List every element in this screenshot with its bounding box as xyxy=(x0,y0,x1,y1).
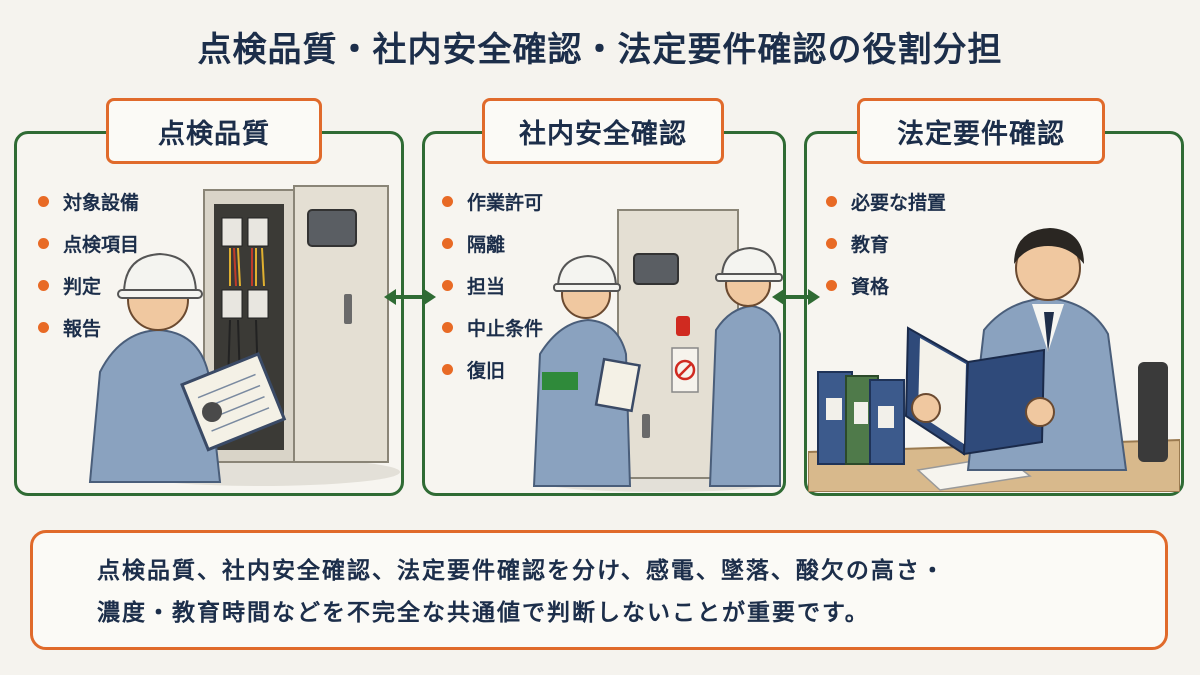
bullet-dot-icon xyxy=(38,195,49,207)
panel-label-inspection-quality: 点検品質 xyxy=(106,98,322,164)
bullet-list-inspection-quality: 対象設備 点検項目 判定 報告 xyxy=(38,180,139,348)
lockout-tagout-workers-illustration xyxy=(532,209,783,492)
list-item: 報告 xyxy=(38,306,139,348)
list-item: 必要な措置 xyxy=(826,180,946,222)
summary-line-2: 濃度・教育時間などを不完全な共通値で判断しないことが重要です。 xyxy=(97,600,870,626)
bullet-dot-icon xyxy=(442,363,453,375)
panel-label-legal-requirements: 法定要件確認 xyxy=(857,98,1105,164)
summary-line-1: 点検品質、社内安全確認、法定要件確認を分け、感電、墜落、酸欠の高さ・ xyxy=(97,558,946,584)
list-item: 資格 xyxy=(826,264,946,306)
bullet-list-internal-safety: 作業許可 隔離 担当 中止条件 復旧 xyxy=(442,180,543,390)
bullet-dot-icon xyxy=(826,237,837,249)
bullet-dot-icon xyxy=(442,279,453,291)
bullet-dot-icon xyxy=(826,195,837,207)
list-item: 担当 xyxy=(442,264,543,306)
list-item: 教育 xyxy=(826,222,946,264)
reviewer-with-binders-illustration xyxy=(808,228,1180,492)
list-item: 対象設備 xyxy=(38,180,139,222)
bullet-dot-icon xyxy=(38,321,49,333)
bullet-dot-icon xyxy=(826,279,837,291)
bullet-dot-icon xyxy=(38,279,49,291)
double-arrow-icon xyxy=(384,289,436,305)
bullet-dot-icon xyxy=(442,321,453,333)
panel-label-internal-safety: 社内安全確認 xyxy=(482,98,724,164)
summary-box: 点検品質、社内安全確認、法定要件確認を分け、感電、墜落、酸欠の高さ・ 濃度・教育… xyxy=(30,530,1168,650)
bullet-list-legal-requirements: 必要な措置 教育 資格 xyxy=(826,180,946,306)
list-item: 隔離 xyxy=(442,222,543,264)
bullet-dot-icon xyxy=(442,237,453,249)
page-title: 点検品質・社内安全確認・法定要件確認の役割分担 xyxy=(197,30,1003,70)
inspector-with-electrical-panel-illustration xyxy=(88,185,400,486)
list-item: 復旧 xyxy=(442,348,543,390)
bullet-dot-icon xyxy=(442,195,453,207)
bullet-dot-icon xyxy=(38,237,49,249)
list-item: 作業許可 xyxy=(442,180,543,222)
list-item: 判定 xyxy=(38,264,139,306)
list-item: 中止条件 xyxy=(442,306,543,348)
list-item: 点検項目 xyxy=(38,222,139,264)
double-arrow-icon xyxy=(772,289,820,305)
